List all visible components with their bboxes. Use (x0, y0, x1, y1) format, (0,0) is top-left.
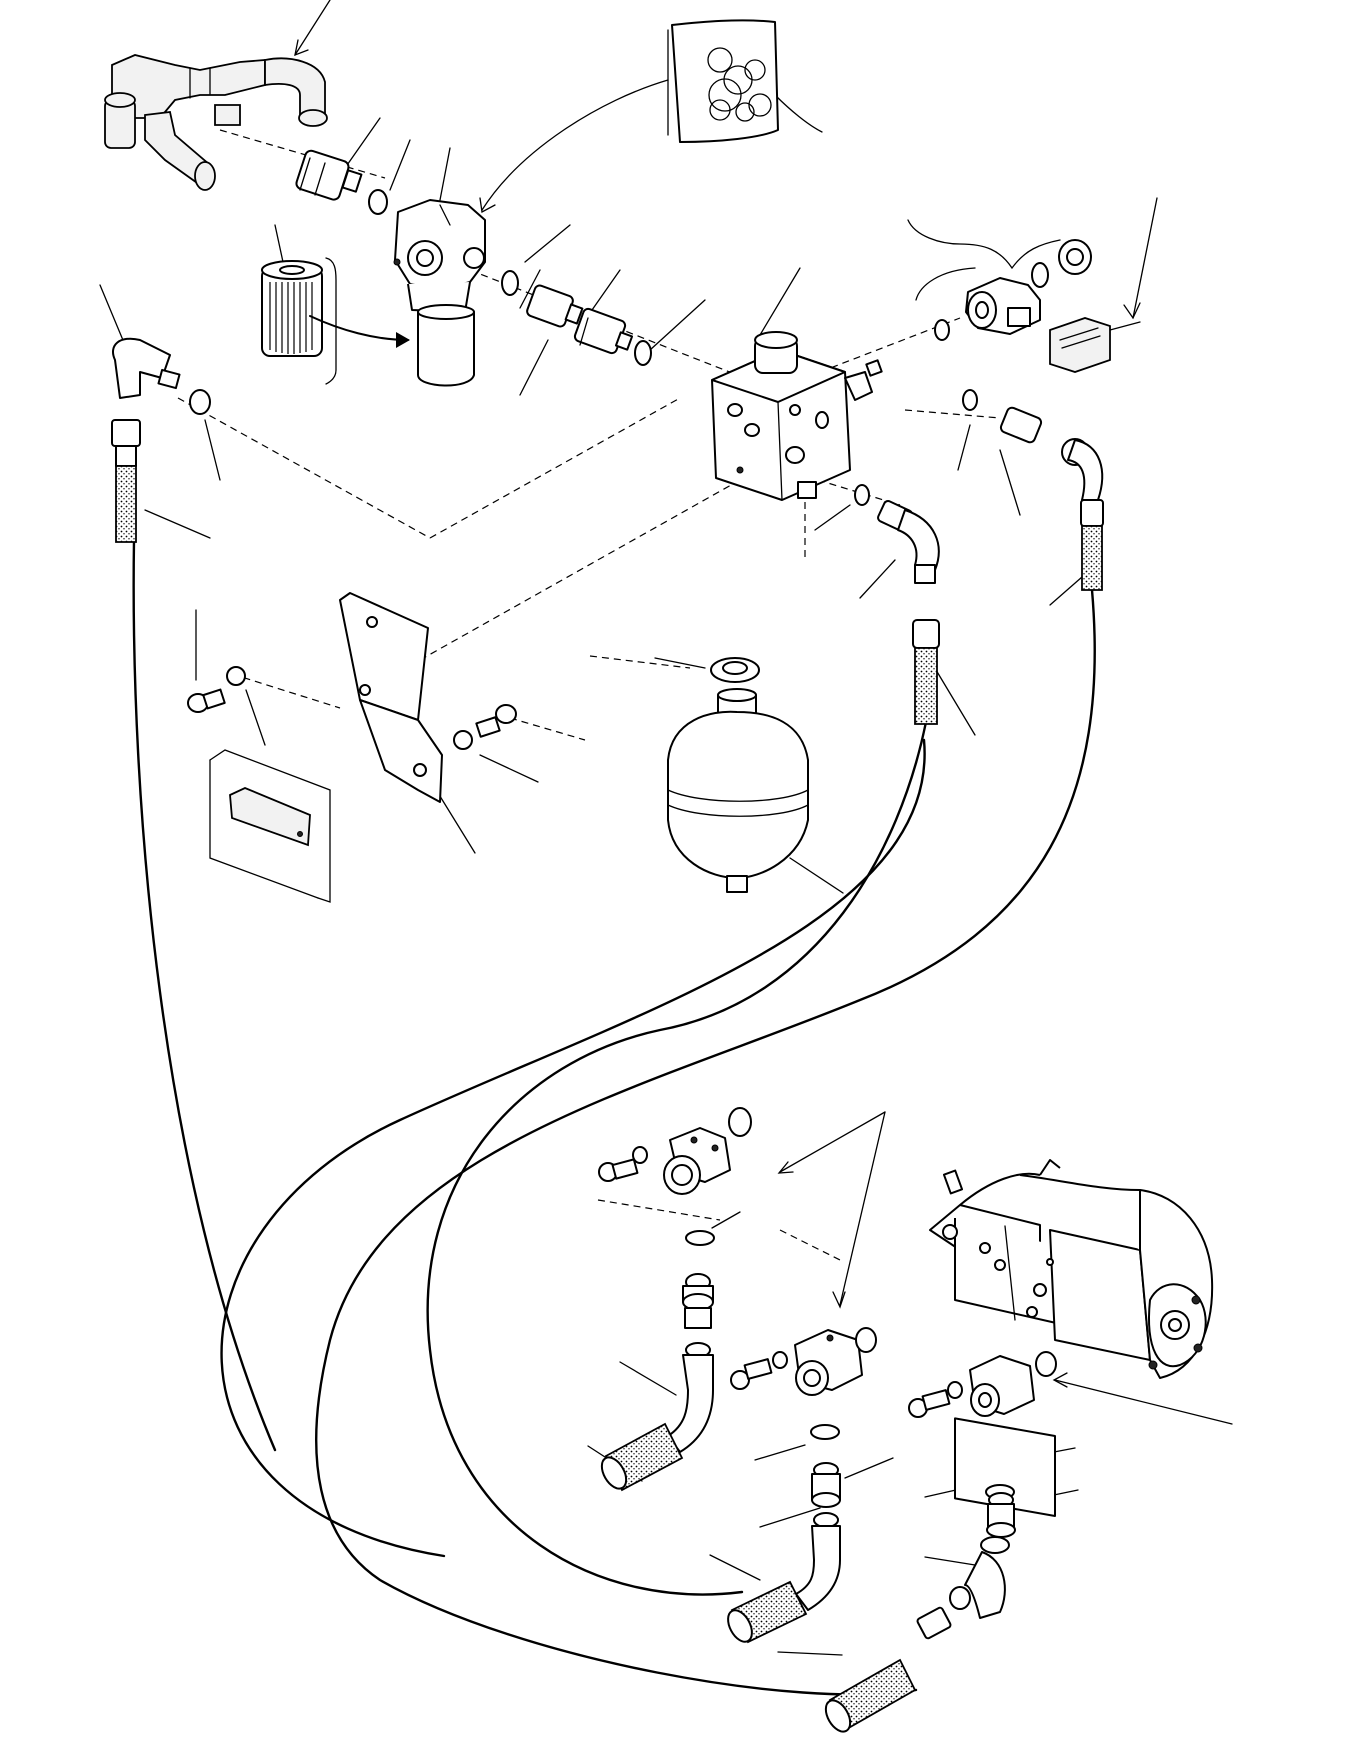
elbow-fitting-center (855, 485, 939, 583)
hose-fitting-center (913, 620, 939, 724)
accumulator (668, 658, 808, 892)
connector-plug (1050, 318, 1140, 372)
coil-nut (1032, 240, 1091, 287)
fitting-adapter-1 (295, 149, 387, 214)
return-manifold (105, 55, 327, 190)
hydraulic-hoses (134, 540, 1095, 1694)
bolt-left (188, 667, 245, 712)
fitting-adapter-2 (526, 284, 583, 328)
valve-block (712, 332, 882, 500)
fitting-right (963, 390, 1103, 590)
elbow-fitting-left (112, 339, 210, 542)
o-rings-filter (502, 271, 651, 365)
hose-fittings-bottom (597, 1274, 1015, 1736)
filter-head (394, 200, 485, 312)
pump-flange-1 (599, 1108, 751, 1245)
seal-kit (668, 20, 778, 142)
filter-element (262, 258, 410, 384)
filter-bowl (418, 305, 474, 386)
gear-pump (930, 1160, 1212, 1516)
pump-flange-2 (731, 1328, 876, 1439)
pump-flange-3 (909, 1352, 1056, 1499)
mounting-bracket (340, 593, 442, 802)
bolt-right (454, 705, 516, 749)
solenoid-coil (935, 278, 1040, 340)
spacer-block (210, 750, 330, 902)
fitting-adapter-3 (574, 308, 633, 355)
